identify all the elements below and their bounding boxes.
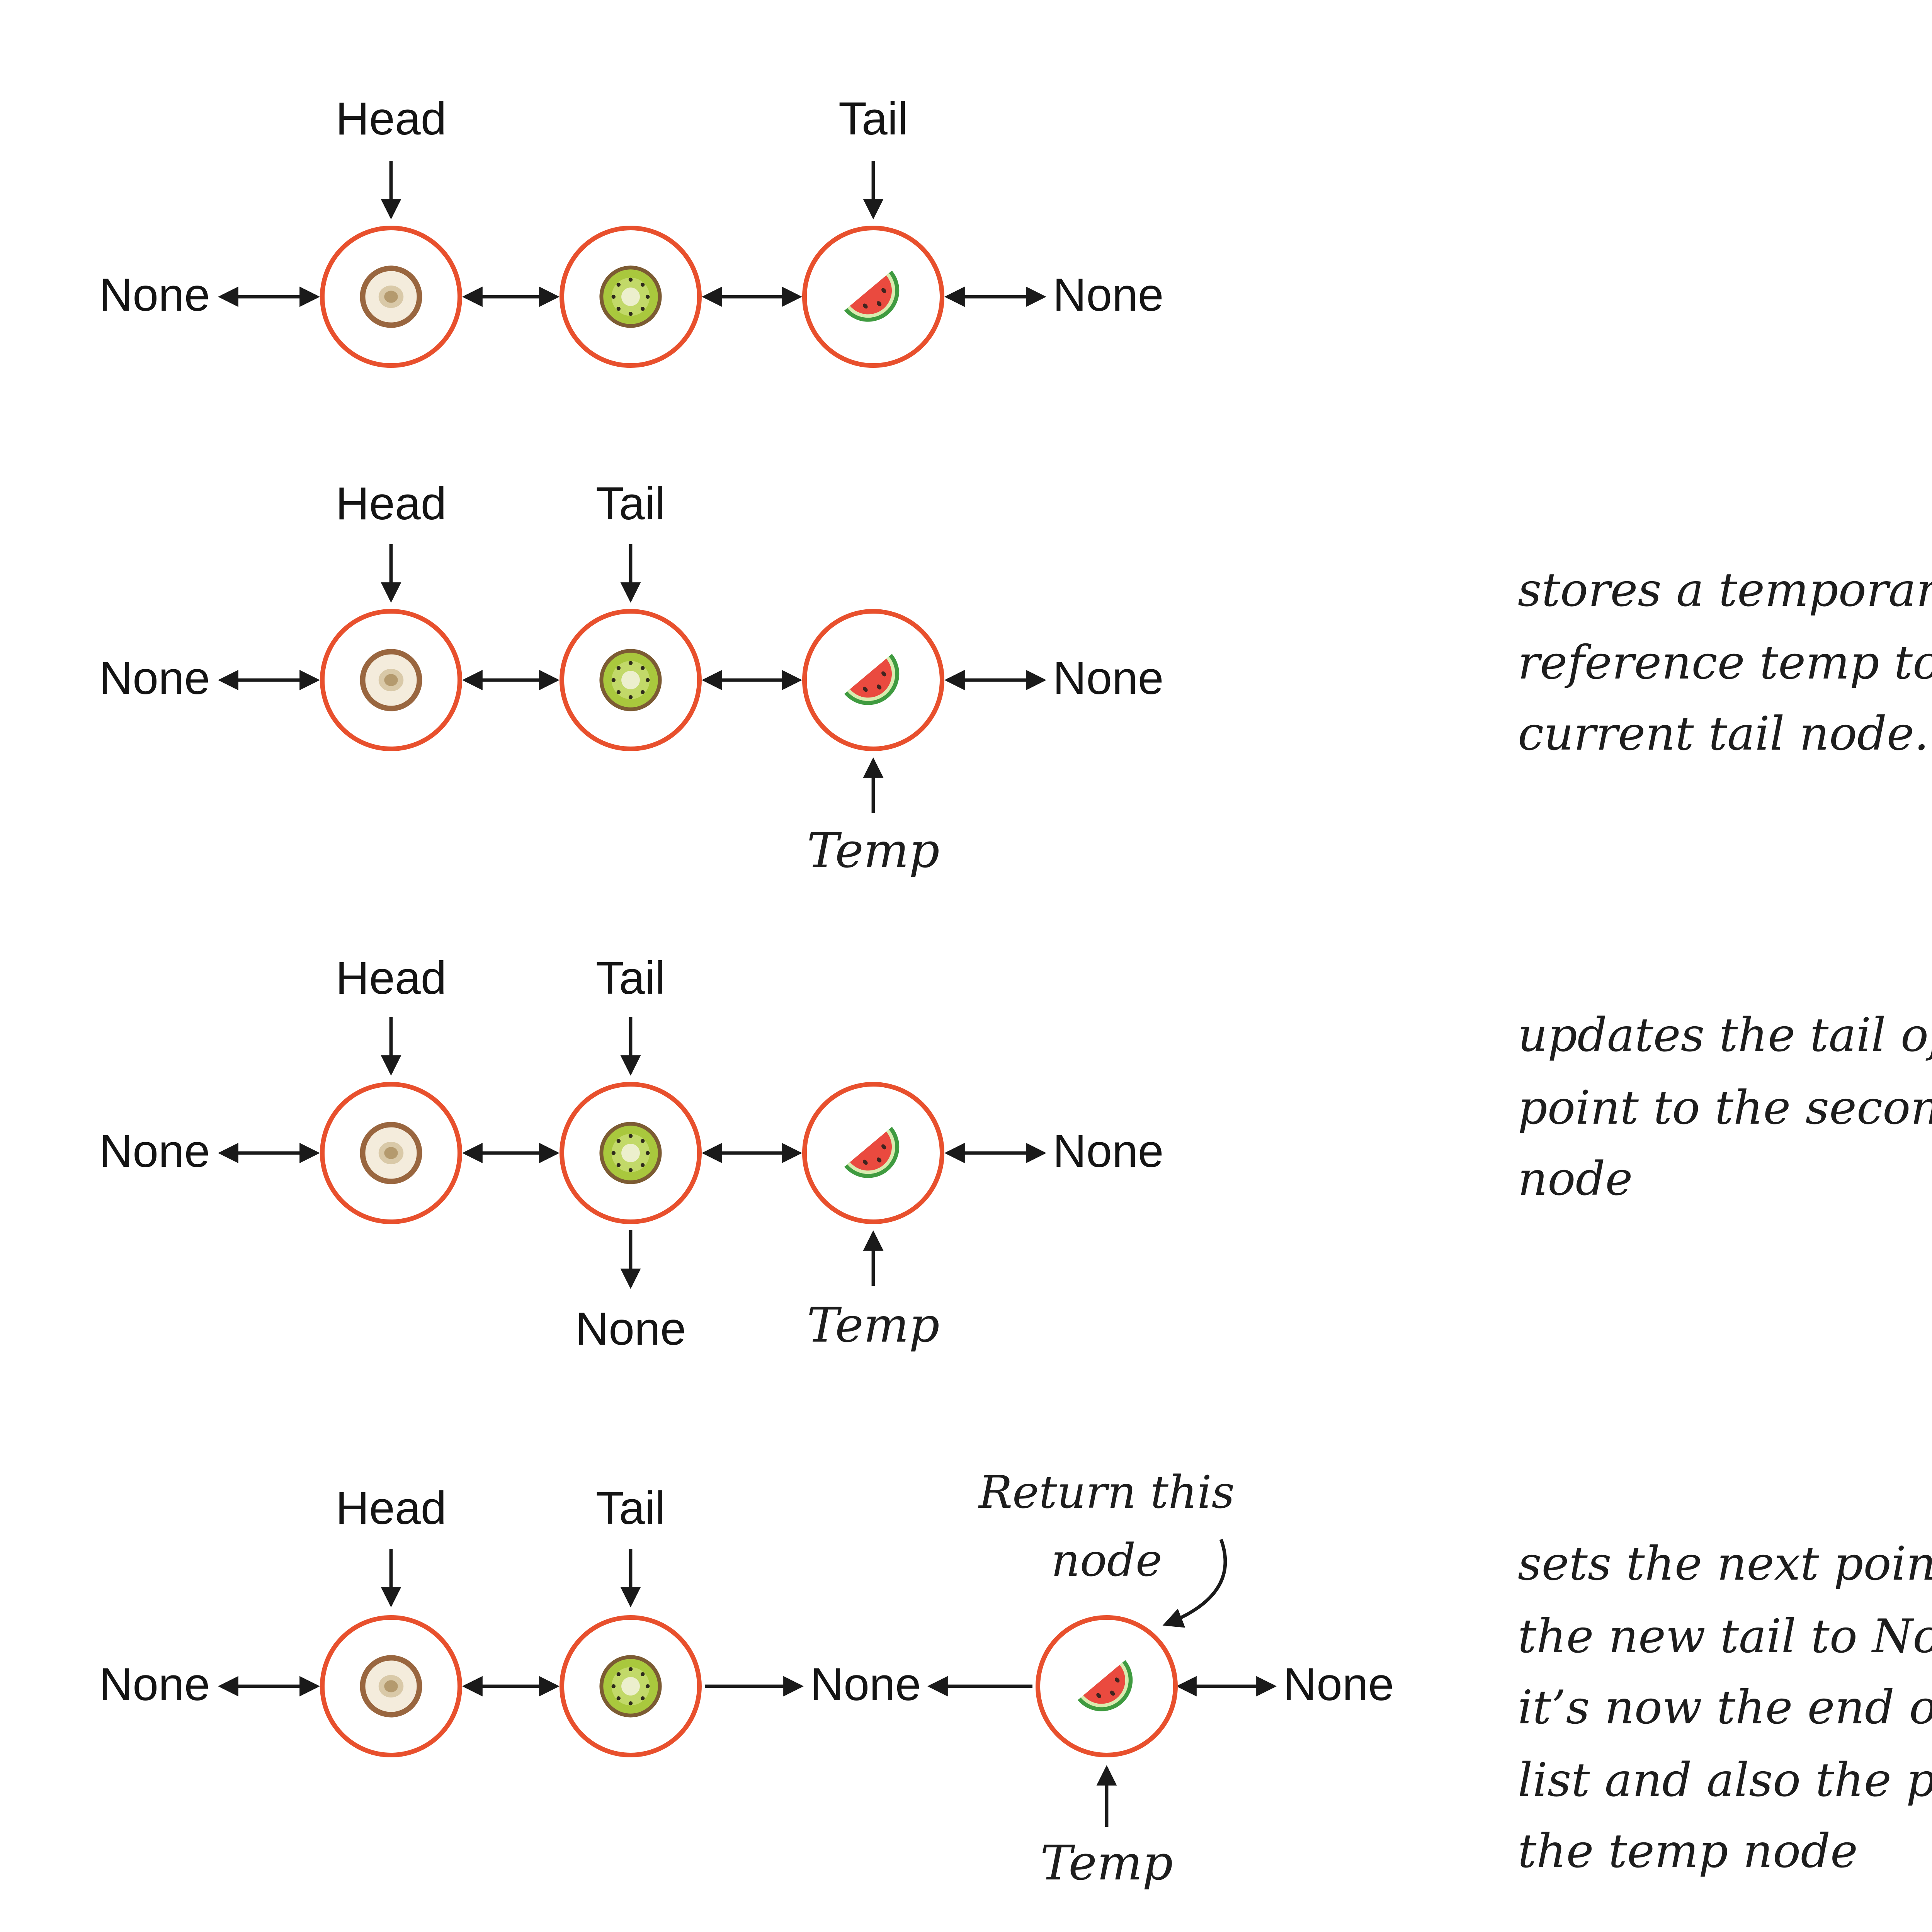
- kiwi-icon: [599, 649, 662, 711]
- row2-node-coconut: [320, 609, 462, 751]
- row2-none-right-label: None: [1053, 654, 1164, 705]
- row1-node-coconut: [320, 226, 462, 368]
- annotation-line: the new tail to None as: [1518, 1610, 1932, 1664]
- watermelon-icon: [844, 654, 912, 718]
- row1-node-kiwi: [560, 226, 702, 368]
- annotation-line: updates the tail of the list to: [1518, 1009, 1932, 1063]
- annotation-store-temp: stores a temporary reference temp to the…: [1518, 556, 1932, 772]
- row4-none-middle-label: None: [810, 1660, 921, 1711]
- row1-none-right-label: None: [1053, 270, 1164, 321]
- row4-none-left-label: None: [99, 1660, 210, 1711]
- row2-temp-label: Temp: [807, 824, 940, 879]
- annotation-line: reference temp to the: [1518, 636, 1932, 690]
- row4-temp-label: Temp: [1040, 1836, 1173, 1892]
- kiwi-icon: [599, 1655, 662, 1718]
- row3-tail-label: Tail: [595, 954, 666, 1005]
- return-this-node-note: Return this node: [979, 1460, 1235, 1594]
- row2-tail-label: Tail: [595, 479, 666, 530]
- annotation-line: node: [1518, 1153, 1633, 1207]
- row3-node-watermelon: [802, 1082, 944, 1224]
- row2-head-label: Head: [335, 479, 447, 530]
- watermelon-icon: [1077, 1660, 1146, 1724]
- row3-temp-label: Temp: [807, 1298, 940, 1354]
- coconut-icon: [360, 1122, 422, 1184]
- annotation-line: sets the next pointer of: [1518, 1538, 1932, 1592]
- row1-head-label: Head: [335, 94, 447, 145]
- row1-node-watermelon: [802, 226, 944, 368]
- row4-tail-label: Tail: [595, 1484, 666, 1535]
- annotation-update-tail: updates the tail of the list to point to…: [1518, 1002, 1932, 1217]
- row3-none-below-label: None: [575, 1304, 686, 1355]
- annotation-line: point to the second-to-last: [1518, 1081, 1932, 1135]
- annotation-line: the temp node: [1518, 1825, 1858, 1879]
- coconut-icon: [360, 1655, 422, 1718]
- coconut-icon: [360, 649, 422, 711]
- row2-node-kiwi: [560, 609, 702, 751]
- annotation-line: stores a temporary: [1518, 564, 1932, 618]
- watermelon-icon: [844, 270, 912, 335]
- row3-none-right-label: None: [1053, 1127, 1164, 1178]
- row4-node-coconut: [320, 1615, 462, 1757]
- annotation-line: list and also the prev of: [1518, 1753, 1932, 1808]
- row4-none-right-label: None: [1283, 1660, 1394, 1711]
- row3-node-coconut: [320, 1082, 462, 1224]
- annotation-set-next-none: sets the next pointer of the new tail to…: [1518, 1530, 1932, 1889]
- annotation-line: it’s now the end of the: [1518, 1682, 1932, 1736]
- row1-tail-label: Tail: [838, 94, 908, 145]
- return-note-line: Return this: [978, 1466, 1235, 1519]
- row2-node-watermelon: [802, 609, 944, 751]
- return-note-line: node: [1051, 1533, 1162, 1586]
- coconut-icon: [360, 265, 422, 328]
- row4-node-kiwi: [560, 1615, 702, 1757]
- row2-none-left-label: None: [99, 654, 210, 705]
- row3-none-left-label: None: [99, 1127, 210, 1178]
- watermelon-icon: [844, 1127, 912, 1191]
- row3-node-kiwi: [560, 1082, 702, 1224]
- row4-head-label: Head: [335, 1484, 447, 1535]
- row3-head-label: Head: [335, 954, 447, 1005]
- row4-node-watermelon: [1036, 1615, 1178, 1757]
- row1-none-left-label: None: [99, 270, 210, 321]
- kiwi-icon: [599, 1122, 662, 1184]
- annotation-line: current tail node.: [1518, 708, 1929, 762]
- kiwi-icon: [599, 265, 662, 328]
